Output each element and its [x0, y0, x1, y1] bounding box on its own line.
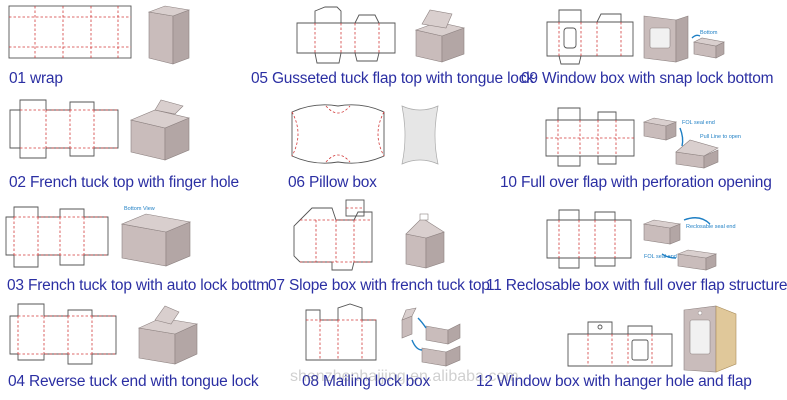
view-label: Bottom: [700, 30, 718, 36]
view-label: Bottom View: [124, 206, 155, 212]
dieline-diagram: [291, 104, 385, 164]
box-3d-illustration: Bottom View: [120, 206, 192, 267]
box-3d-illustration: FOL seal end Pull Line to open: [642, 117, 741, 169]
box-3d-illustration: [137, 305, 199, 365]
dieline-diagram: [305, 303, 377, 361]
caption: 08 Mailing lock box: [302, 373, 431, 390]
box-3d-illustration: [401, 105, 439, 165]
dieline-diagram: [296, 6, 396, 64]
box-3d-illustration: [414, 9, 466, 63]
caption: 07 Slope box with french tuck top: [268, 277, 490, 294]
dieline-diagram: [293, 207, 373, 271]
caption: 12 Window box with hanger hole and flap: [476, 373, 752, 390]
dieline-diagram: [546, 9, 634, 65]
dieline-diagram: [9, 99, 119, 159]
caption: 06 Pillow box: [288, 174, 377, 191]
caption: 02 French tuck top with finger hole: [9, 174, 239, 191]
box-3d-illustration: Bottom: [643, 15, 725, 63]
caption: 04 Reverse tuck end with tongue lock: [8, 373, 259, 390]
caption: 01 wrap: [9, 70, 63, 87]
box-3d-illustration: Reclosable seal end FOL seal end: [642, 217, 736, 271]
box-3d-illustration: [147, 5, 191, 65]
box-3d-illustration: [683, 305, 737, 373]
dieline-diagram: [5, 206, 109, 268]
caption: 09 Window box with snap lock bottom: [521, 70, 774, 87]
dieline-diagram: [8, 5, 132, 59]
callout-label-2: Pull Line to open: [700, 134, 741, 140]
dieline-diagram: [545, 107, 635, 167]
caption: 11 Reclosable box with full over flap st…: [486, 277, 787, 294]
box-3d-illustration: [130, 99, 190, 161]
box-3d-illustration: [405, 213, 445, 269]
callout-label-2: FOL seal end: [644, 254, 677, 260]
callout-label-1: FOL seal end: [682, 120, 715, 126]
caption: 05 Gusseted tuck flap top with tongue lo…: [251, 70, 534, 87]
dieline-diagram: [546, 209, 632, 269]
dieline-diagram: [567, 321, 673, 367]
dieline-detail: [345, 199, 365, 217]
caption: 03 French tuck top with auto lock bottm: [7, 277, 269, 294]
caption: 10 Full over flap with perforation openi…: [500, 174, 772, 191]
box-3d-illustration: [401, 307, 461, 367]
callout-label-1: Reclosable seal end: [686, 224, 736, 230]
dieline-diagram: [9, 303, 117, 365]
watermark: shenzhenhaijing.en.alibaba.com: [290, 368, 519, 385]
